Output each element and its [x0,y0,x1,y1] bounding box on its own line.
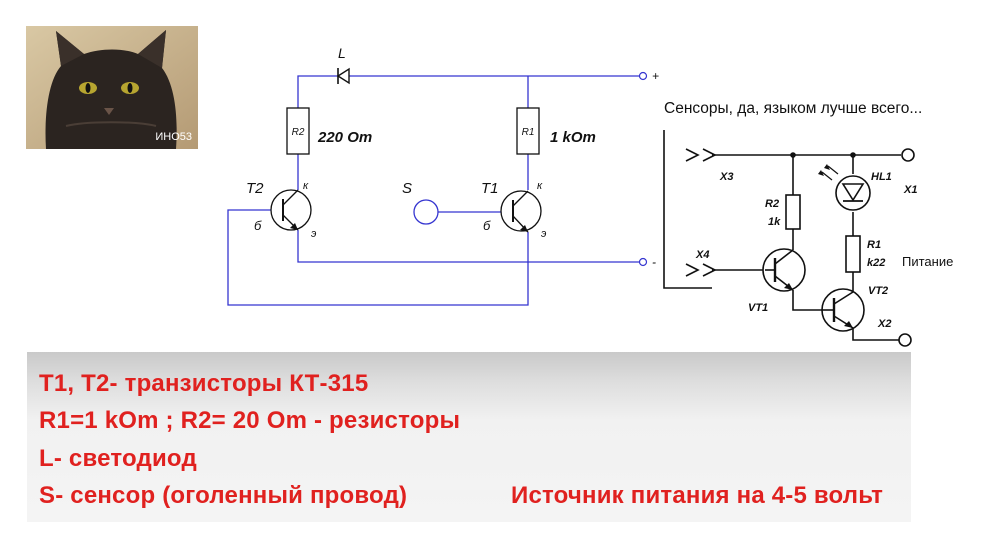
value-r2-right: 1k [768,216,781,228]
label-e-right: э [541,228,547,240]
terminal-x2-icon [898,333,912,347]
label-x1: X1 [903,184,917,196]
cat-illustration [26,26,198,149]
label-b-right: б [483,218,491,233]
label-b-left: б [254,218,262,233]
terminal-x1-icon [901,148,915,162]
label-x3: X3 [719,171,733,183]
label-r1: R1 [522,127,535,138]
label-s: S [402,180,412,197]
circuit-diagram-right: X3 X4 X1 X2 HL1 R2 1k R1 k22 VT1 VT2 [663,130,917,347]
value-r2: 220 Om [317,129,372,146]
label-e-left: э [311,228,317,240]
legend-line-transistors: T1, T2- транзисторы КТ-315 [39,370,369,397]
label-x4: X4 [695,249,709,261]
cat-photo: ИНО53 [26,26,198,149]
resistor-r1-icon [516,107,540,155]
label-k-left: к [303,180,309,192]
legend-line-power: Источник питания на 4-5 вольт [511,482,884,509]
junction-dot-icon [790,152,796,158]
label-r2-right: R2 [765,198,779,210]
led-hl1-icon [818,164,871,211]
label-x2: X2 [877,318,891,330]
terminal-plus-icon [638,71,648,81]
power-label: Питание [902,254,954,269]
label-vt2: VT2 [868,285,888,297]
wires-left [227,75,640,306]
terminal-minus-icon [638,257,648,267]
value-r1-right: k22 [867,257,885,269]
label-k-right: к [537,180,543,192]
legend-line-sensor: S- сенсор (оголенный провод) [39,482,408,509]
wires-right [663,130,901,341]
resistor-r1-right-icon [845,235,861,273]
junction-dot-icon [850,152,856,158]
value-r1: 1 kOm [550,129,596,146]
photo-caption: ИНО53 [155,131,192,143]
legend-banner: T1, T2- транзисторы КТ-315 R1=1 kOm ; R2… [27,352,911,522]
label-minus: - [652,255,656,269]
legend-line-resistors: R1=1 kOm ; R2= 20 Om - резисторы [39,407,461,434]
transistor-t1-icon [500,190,542,233]
resistor-r2-icon [286,107,310,155]
transistor-vt2-icon [821,288,865,332]
transistor-vt1-icon [762,248,806,292]
transistor-t2-icon [270,189,312,231]
label-r2: R2 [292,127,305,138]
circuit-right-title: Сенсоры, да, языком лучше всего... [664,100,923,117]
legend-line-led: L- светодиод [39,445,197,472]
label-t1: T1 [481,180,499,197]
resistor-r2-right-icon [785,194,801,230]
label-plus: + [652,69,659,83]
label-r1-right: R1 [867,239,881,251]
label-t2: T2 [246,180,264,197]
label-hl1: HL1 [871,171,892,183]
sensor-pad-icon [413,199,439,225]
led-diode-icon [336,67,351,85]
label-L: L [338,45,346,61]
label-vt1: VT1 [748,302,768,314]
